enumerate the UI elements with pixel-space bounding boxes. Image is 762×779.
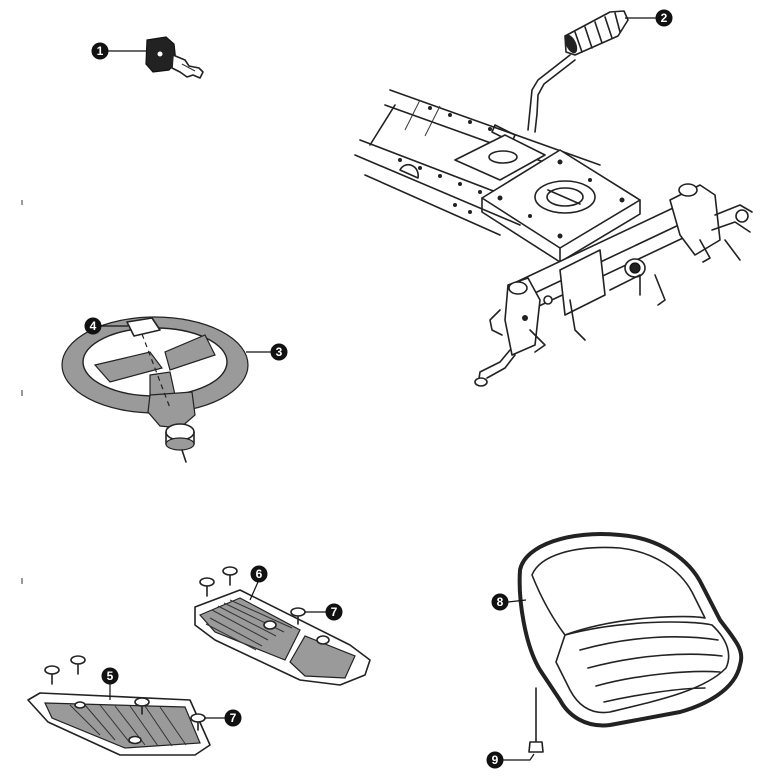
- svg-text:7: 7: [230, 711, 237, 725]
- left-foot-plate-drawing: [27, 655, 211, 756]
- callout-7-upper: 7: [305, 603, 343, 621]
- svg-text:5: 5: [107, 669, 114, 683]
- seat-drawing: [507, 532, 744, 753]
- svg-text:9: 9: [492, 753, 499, 767]
- frame-holes: [398, 106, 492, 214]
- svg-text:3: 3: [276, 345, 283, 359]
- svg-text:1: 1: [97, 44, 104, 58]
- callout-6: 6: [250, 565, 268, 583]
- callout-3: 3: [246, 343, 288, 361]
- svg-text:6: 6: [256, 567, 263, 581]
- ignition-key-drawing: [145, 36, 204, 79]
- callout-1: 1: [91, 42, 147, 60]
- svg-text:7: 7: [331, 605, 338, 619]
- callout-7-lower: 7: [205, 709, 242, 727]
- right-foot-plate-drawing: [194, 566, 371, 686]
- callout-4: 4: [84, 317, 128, 335]
- callout-8: 8: [491, 593, 509, 611]
- steering-wheel-drawing: [61, 316, 249, 463]
- chassis-drawing: [354, 10, 753, 387]
- right-plate-bolts: [199, 566, 330, 645]
- svg-text:4: 4: [90, 319, 97, 333]
- svg-text:8: 8: [497, 595, 504, 609]
- svg-text:2: 2: [661, 11, 668, 25]
- callout-2: 2: [625, 9, 673, 27]
- callout-5: 5: [101, 667, 119, 685]
- callout-9: 9: [486, 751, 535, 769]
